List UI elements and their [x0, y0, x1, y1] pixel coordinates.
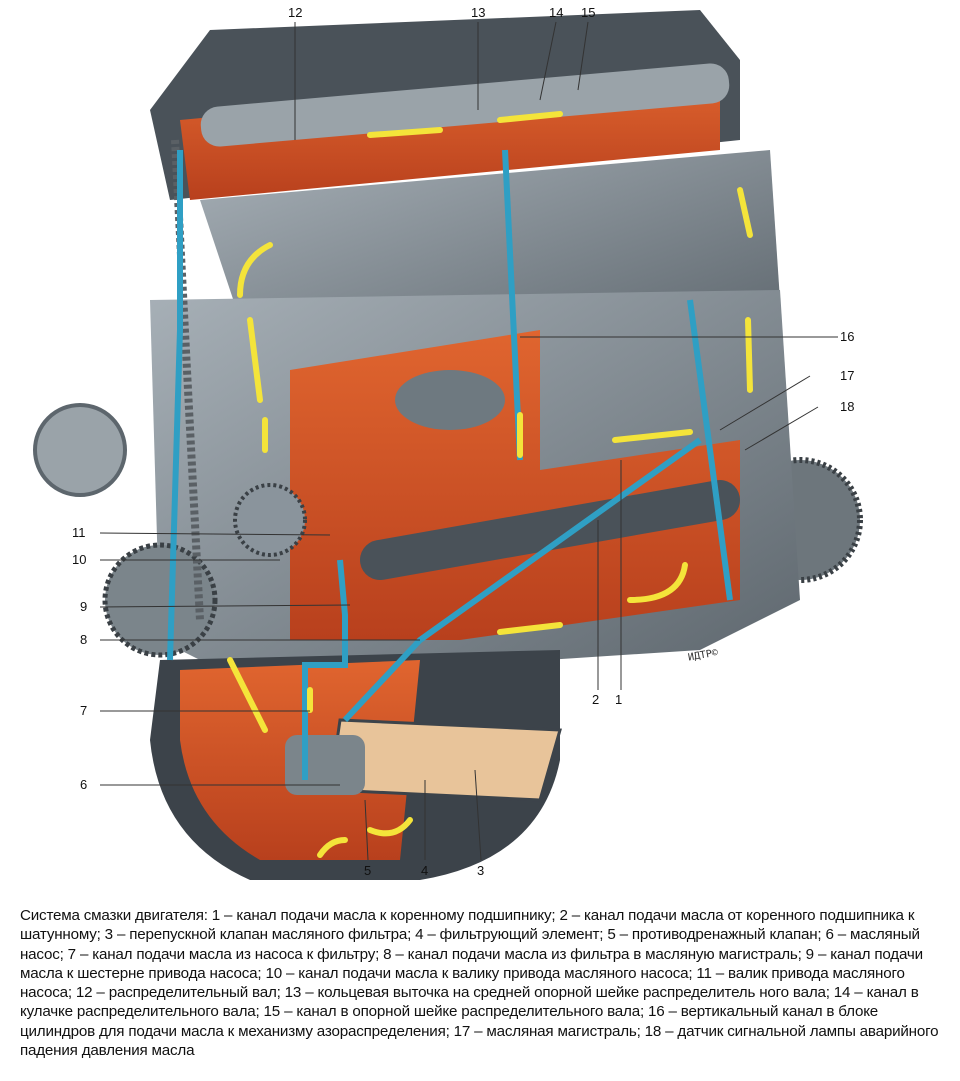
callout-18: 18	[840, 399, 855, 414]
crank-pulley	[102, 542, 218, 658]
callout-12: 12	[288, 5, 303, 20]
piston	[395, 370, 505, 430]
callout-8: 8	[80, 632, 88, 647]
callout-15: 15	[581, 5, 596, 20]
engine-lubrication-diagram: ИДТР© 1 2 3 4 5 6 7 8 9 10 11 12 13 14 1…	[33, 5, 863, 880]
callout-17: 17	[840, 368, 855, 383]
engine-illustration	[33, 10, 863, 880]
callout-13: 13	[471, 5, 486, 20]
oil-flow-arrows	[227, 111, 753, 858]
callout-1: 1	[615, 692, 623, 707]
crankshaft	[360, 480, 740, 580]
callout-7: 7	[80, 703, 88, 718]
callout-16: 16	[840, 329, 855, 344]
pump-drive-gear	[233, 483, 307, 557]
callout-lines	[99, 21, 838, 861]
callout-4: 4	[421, 863, 429, 878]
callout-6: 6	[80, 777, 88, 792]
callout-14: 14	[549, 5, 564, 20]
callout-3: 3	[477, 863, 485, 878]
callout-9: 9	[80, 599, 88, 614]
callout-10: 10	[72, 552, 87, 567]
pump-pulley	[33, 403, 127, 497]
callout-11: 11	[72, 525, 86, 540]
oil-pump	[285, 735, 365, 795]
callout-2: 2	[592, 692, 600, 707]
figure-caption: Система смазки двигателя: 1 – канал пода…	[20, 907, 939, 1060]
camshaft	[200, 63, 730, 147]
callout-5: 5	[364, 863, 372, 878]
